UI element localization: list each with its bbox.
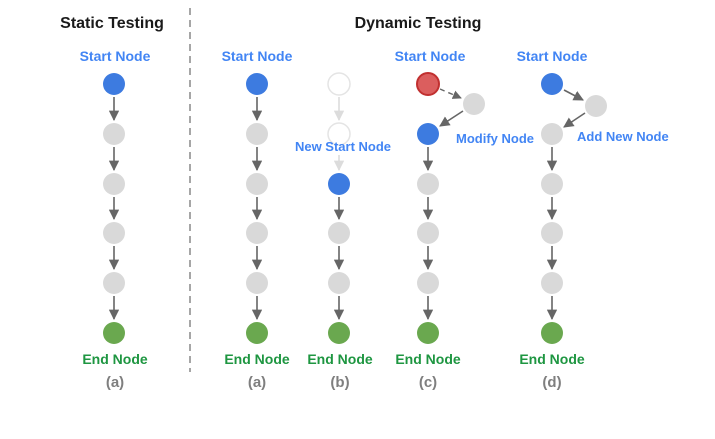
static-testing-title: Static Testing [60,15,164,32]
dyn-c-start-node-label: Start Node [395,48,466,64]
static-end-node-circle [103,322,125,344]
dynamic-testing-title: Dynamic Testing [355,15,482,32]
dynamic-figure-d: Start Node Add New Node End Node (d) [517,48,669,391]
dyn-d-end-node-label: End Node [519,351,585,367]
dyn-caption-d: (d) [542,374,561,391]
dyn-a-process-node-3 [246,222,268,244]
static-process-node-1 [103,123,125,145]
dyn-d-end-node-circle [541,322,563,344]
dyn-a-process-node-4 [246,272,268,294]
dyn-b-process-node-2 [328,272,350,294]
dyn-d-start-node-label: Start Node [517,48,588,64]
add-new-node-label: Add New Node [577,129,669,144]
dynamic-figure-b: New Start Node End Node (b) [295,72,391,391]
dyn-c-end-node-label: End Node [395,351,461,367]
dyn-d-process-node-1 [541,123,563,145]
dyn-a-start-node-circle [246,73,268,95]
dyn-a-end-node-label: End Node [224,351,290,367]
dyn-c-modified-node-circle [417,123,439,145]
static-figure-a: Start Node End Node (a) [80,48,151,391]
arrow [563,112,586,128]
dynamic-figure-c: Start Node Modify Node End Node (c) [395,48,534,391]
dyn-c-process-node-3 [417,272,439,294]
static-end-node-label: End Node [82,351,148,367]
dyn-caption-a: (a) [248,374,266,391]
dyn-b-process-node-1 [328,222,350,244]
dyn-d-process-node-2 [541,173,563,195]
dyn-d-added-node-circle [585,95,607,117]
new-start-node-label: New Start Node [295,139,391,154]
dyn-b-removed-ghost-node-1 [327,72,351,96]
arrow [439,110,464,127]
dyn-c-detour-node-circle [463,93,485,115]
dyn-a-start-node-label: Start Node [222,48,293,64]
dyn-a-end-node-circle [246,322,268,344]
static-process-node-4 [103,272,125,294]
static-process-node-3 [103,222,125,244]
dyn-a-process-node-1 [246,123,268,145]
dyn-b-removed-ghost-node-2 [327,122,351,146]
static-start-node-label: Start Node [80,48,151,64]
dyn-d-process-node-3 [541,222,563,244]
dyn-b-end-node-circle [328,322,350,344]
modify-node-label: Modify Node [456,131,534,146]
static-process-node-2 [103,173,125,195]
arrow [563,89,584,101]
dynamic-figure-a: Start Node End Node (a) [222,48,293,391]
dyn-a-process-node-2 [246,173,268,195]
dashed-arrow [439,88,462,99]
dyn-c-process-node-1 [417,173,439,195]
dyn-d-start-node-circle [541,73,563,95]
static-start-node-circle [103,73,125,95]
dyn-b-new-start-node-circle [328,173,350,195]
dyn-caption-b: (b) [330,374,349,391]
dyn-c-removed-start-node-circle [416,72,440,96]
static-caption-a: (a) [106,374,124,391]
dyn-caption-c: (c) [419,374,437,391]
dyn-c-end-node-circle [417,322,439,344]
dyn-d-process-node-4 [541,272,563,294]
dyn-c-process-node-2 [417,222,439,244]
dyn-b-end-node-label: End Node [307,351,373,367]
